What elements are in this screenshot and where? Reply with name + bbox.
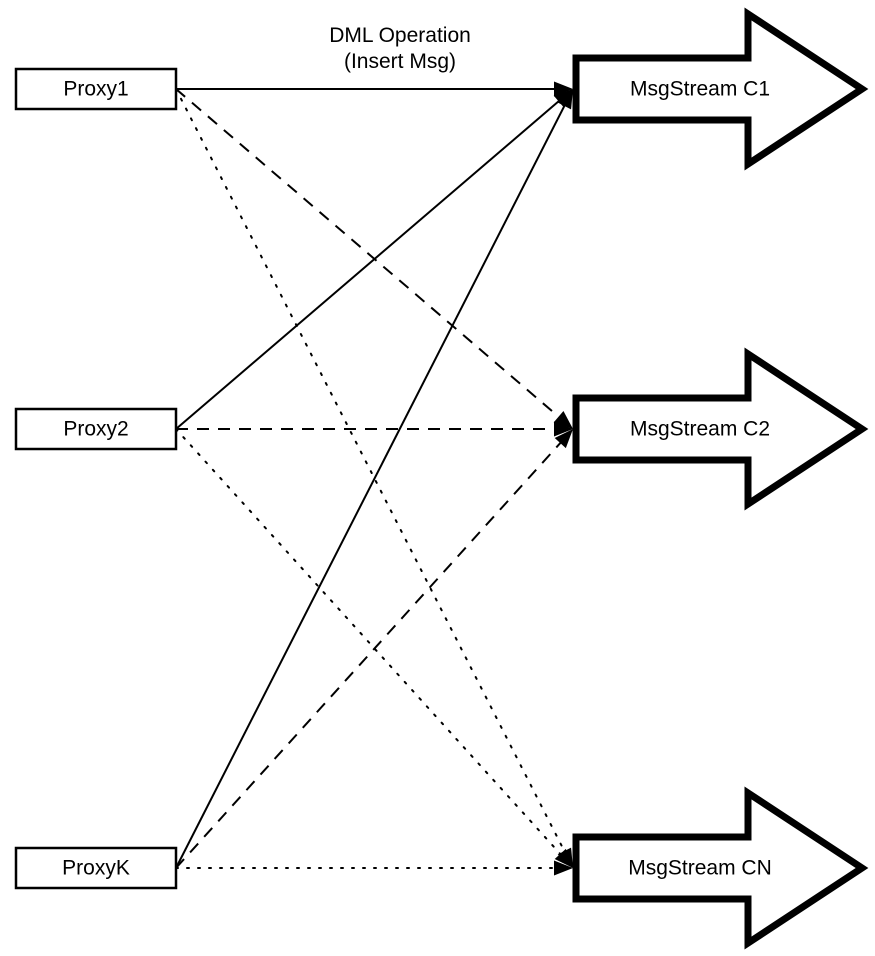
stream-label-stream_c1: MsgStream C1 xyxy=(630,78,770,101)
proxy-node-proxy1[interactable]: Proxy1 xyxy=(14,67,178,111)
arrowhead-proxyk-to-cn xyxy=(554,860,573,876)
proxy-node-proxyk[interactable]: ProxyK xyxy=(14,846,178,890)
stream-arrow-shape-stream_c1[interactable] xyxy=(572,7,869,171)
arrowhead-proxyk-to-c1 xyxy=(557,89,573,110)
link-proxy1-to-cn xyxy=(175,88,570,860)
link-proxy1-to-c2 xyxy=(175,88,566,423)
edge-label-dml-operation: DML Operation (Insert Msg) xyxy=(329,24,471,73)
arrowheads-layer xyxy=(553,81,573,876)
links-layer xyxy=(175,88,570,869)
stream-arrow-shape-stream_c2[interactable] xyxy=(572,347,869,511)
arrowhead-proxy2-to-c2 xyxy=(554,421,573,437)
link-proxy2-to-c1 xyxy=(175,95,566,430)
link-proxy2-to-cn xyxy=(175,428,567,862)
stream-arrow-shape-stream_cn[interactable] xyxy=(572,786,869,950)
edge-label-line-2: (Insert Msg) xyxy=(344,50,456,73)
arrowhead-proxy2-to-cn xyxy=(554,848,573,868)
proxy-label-proxyk: ProxyK xyxy=(62,857,130,880)
link-proxyk-to-c1 xyxy=(175,97,570,869)
proxy-box-proxy2[interactable] xyxy=(14,407,178,451)
stream-node-stream_c2[interactable]: MsgStream C2 xyxy=(572,347,869,511)
proxy-node-proxy2[interactable]: Proxy2 xyxy=(14,407,178,451)
streams-layer: MsgStream C1 MsgStream C2 MsgStream CN xyxy=(572,7,869,950)
proxy-label-proxy1: Proxy1 xyxy=(63,78,128,101)
stream-label-stream_c2: MsgStream C2 xyxy=(630,418,770,441)
arrowhead-proxyk-to-c2 xyxy=(554,429,573,449)
stream-label-stream_cn: MsgStream CN xyxy=(628,857,772,880)
proxy-box-proxyk[interactable] xyxy=(14,846,178,890)
proxy-box-proxy1[interactable] xyxy=(14,67,178,111)
stream-node-stream_c1[interactable]: MsgStream C1 xyxy=(572,7,869,171)
arrowhead-proxy1-to-c1 xyxy=(554,81,573,97)
link-proxyk-to-c2 xyxy=(175,436,567,869)
edge-label-line-1: DML Operation xyxy=(329,24,471,47)
stream-node-stream_cn[interactable]: MsgStream CN xyxy=(572,786,869,950)
proxy-label-proxy2: Proxy2 xyxy=(63,418,128,441)
arrowhead-proxy1-to-c2 xyxy=(553,410,573,429)
